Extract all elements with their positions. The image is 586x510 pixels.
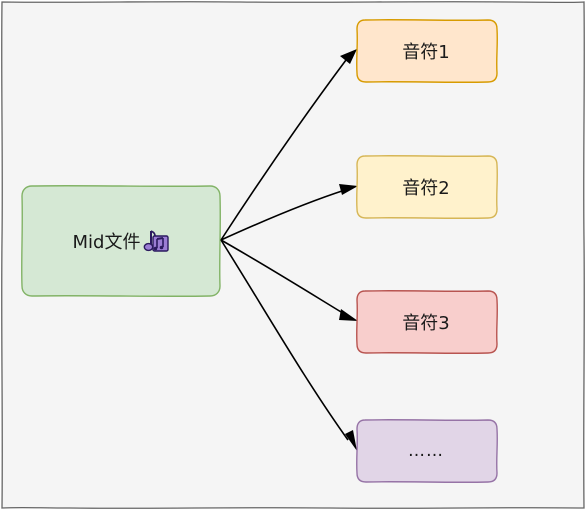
note-node-1-box[interactable] xyxy=(356,19,498,83)
note-node-4-box[interactable] xyxy=(356,419,498,483)
music-note-icon xyxy=(144,230,170,252)
edge-to-note-4 xyxy=(220,239,349,441)
arrowhead-note-3 xyxy=(339,309,358,321)
arrowhead-note-4 xyxy=(345,430,357,451)
edge-to-note-3 xyxy=(220,239,347,316)
source-node-label: Mid文件 xyxy=(72,232,141,253)
edge-to-note-2 xyxy=(220,189,346,241)
edge-to-note-1 xyxy=(220,59,347,241)
arrowhead-note-1 xyxy=(340,49,357,64)
note-node-2[interactable]: 音符2 xyxy=(357,156,495,218)
note-node-1[interactable]: 音符1 xyxy=(357,20,495,82)
note-node-more[interactable]: …… xyxy=(357,420,495,482)
note-node-1-label: 音符1 xyxy=(402,42,450,63)
arrowhead-note-2 xyxy=(339,184,358,195)
note-node-3[interactable]: 音符3 xyxy=(357,291,495,353)
source-node-box[interactable] xyxy=(21,185,221,297)
note-node-3-box[interactable] xyxy=(356,290,498,354)
note-node-2-box[interactable] xyxy=(356,155,498,219)
note-node-2-label: 音符2 xyxy=(402,178,450,199)
note-node-3-label: 音符3 xyxy=(402,313,450,334)
edges xyxy=(220,49,358,451)
source-node[interactable]: Mid文件 xyxy=(22,186,220,296)
note-node-more-label: …… xyxy=(408,441,444,461)
